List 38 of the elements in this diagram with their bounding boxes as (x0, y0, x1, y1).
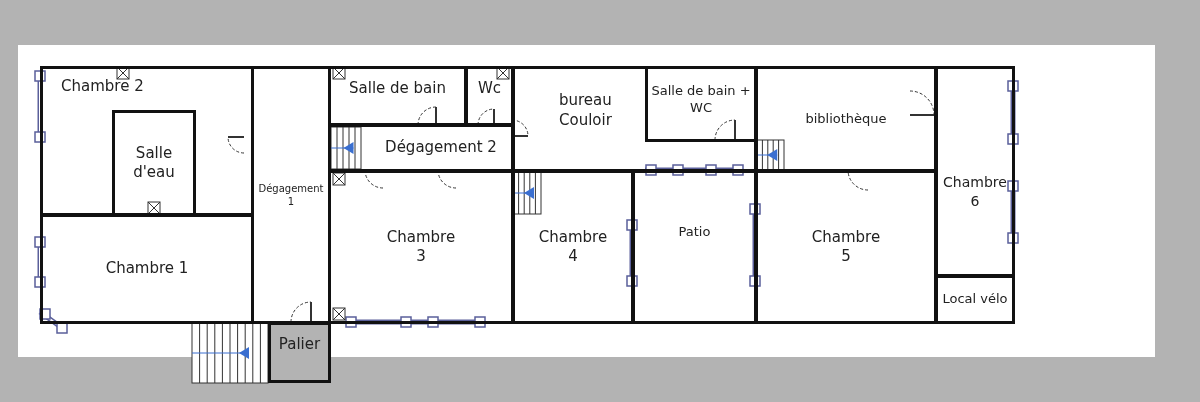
room-outline (112, 110, 196, 216)
room-label: Palier (278, 335, 321, 355)
room-label: Salle de bain + WC (650, 83, 752, 117)
room-label: 6 (970, 191, 980, 210)
room-label: Dégagement 1 (257, 182, 325, 208)
room-label: Chambre (538, 227, 608, 247)
room-outline (40, 214, 254, 324)
room-outline (755, 66, 937, 172)
room-outline (465, 66, 514, 126)
room-label: Couloir (559, 110, 612, 130)
room-label: Patio (678, 223, 711, 241)
room-label: 4 (568, 247, 578, 267)
room-label: Dégagement 2 (385, 138, 497, 158)
room-outline (935, 275, 1015, 324)
room-label: Salle d'eau (132, 143, 176, 183)
room-outline (512, 170, 634, 324)
room-label: 5 (841, 247, 851, 267)
room-label: Wc (477, 79, 502, 99)
room-label: Chambre (811, 227, 881, 247)
room-outline (645, 66, 757, 142)
room-outline (512, 66, 757, 172)
room-label: Chambre 1 (105, 259, 189, 279)
room-outline (328, 124, 514, 172)
room-outline (935, 66, 1015, 277)
room-outline (328, 66, 467, 126)
room-label: bibliothèque (805, 110, 887, 128)
room-label: Chambre (943, 173, 1007, 192)
room-outline (268, 322, 331, 383)
room-label: Salle de bain (349, 79, 446, 99)
room-label: Chambre (386, 227, 456, 247)
room-outline (632, 170, 757, 324)
room-outline (755, 170, 937, 324)
room-label: Chambre 2 (61, 77, 144, 97)
room-label: 3 (416, 247, 426, 267)
room-label: Local vélo (942, 291, 1008, 308)
room-label: bureau (559, 91, 612, 111)
room-outline (328, 170, 514, 324)
room-outline (40, 66, 254, 216)
